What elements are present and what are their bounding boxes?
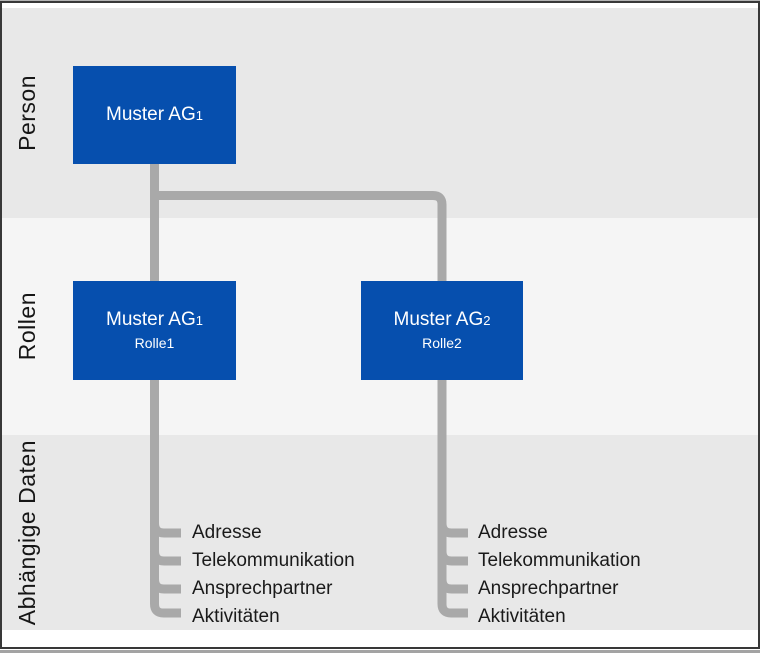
connector-left-stub-3 bbox=[150, 578, 181, 594]
person-box-name: Muster AG bbox=[106, 103, 196, 125]
role2-box: Muster AG2 Rolle2 bbox=[361, 281, 523, 380]
dependent-item: Adresse bbox=[192, 522, 262, 543]
dependent-item: Aktivitäten bbox=[478, 606, 566, 627]
connector-right-stub-1 bbox=[437, 522, 468, 538]
person-box-title: Muster AG1 bbox=[106, 104, 203, 127]
dependent-list-left: Adresse Telekommunikation Ansprechpartne… bbox=[192, 519, 355, 631]
role1-box: Muster AG1 Rolle1 bbox=[73, 281, 236, 380]
band-dependent-data: Abhängige Daten bbox=[2, 435, 758, 630]
role1-box-title: Muster AG1 bbox=[106, 309, 203, 332]
connector-left-stub-2 bbox=[150, 550, 181, 566]
dependent-item: Ansprechpartner bbox=[478, 578, 619, 599]
connector-right-stub-2 bbox=[437, 550, 468, 566]
role1-box-role: Rolle1 bbox=[134, 335, 175, 351]
role1-box-name: Muster AG bbox=[106, 309, 196, 331]
role2-box-name: Muster AG bbox=[393, 309, 484, 331]
dependent-item: Adresse bbox=[478, 522, 548, 543]
connector-right-stub-3 bbox=[437, 578, 468, 594]
dependent-item: Telekommunikation bbox=[478, 550, 641, 571]
dependent-list-right: Adresse Telekommunikation Ansprechpartne… bbox=[478, 519, 641, 631]
person-box: Muster AG1 bbox=[73, 66, 236, 164]
role2-box-index: 2 bbox=[483, 313, 491, 329]
connector-left-stub-1 bbox=[150, 522, 181, 538]
role2-box-role: Rolle2 bbox=[422, 335, 462, 351]
dependent-item: Ansprechpartner bbox=[192, 578, 333, 599]
dependent-item: Aktivitäten bbox=[192, 606, 280, 627]
role1-box-index: 1 bbox=[195, 313, 203, 329]
person-box-index: 1 bbox=[195, 107, 203, 123]
connector-left-trunk bbox=[150, 163, 181, 618]
frame-bottom-hairline bbox=[0, 650, 760, 653]
connector-right-trunk bbox=[154, 191, 468, 618]
frame-top-hairline bbox=[0, 0, 760, 1]
dependent-item: Telekommunikation bbox=[192, 550, 355, 571]
role2-box-title: Muster AG2 bbox=[394, 309, 491, 332]
